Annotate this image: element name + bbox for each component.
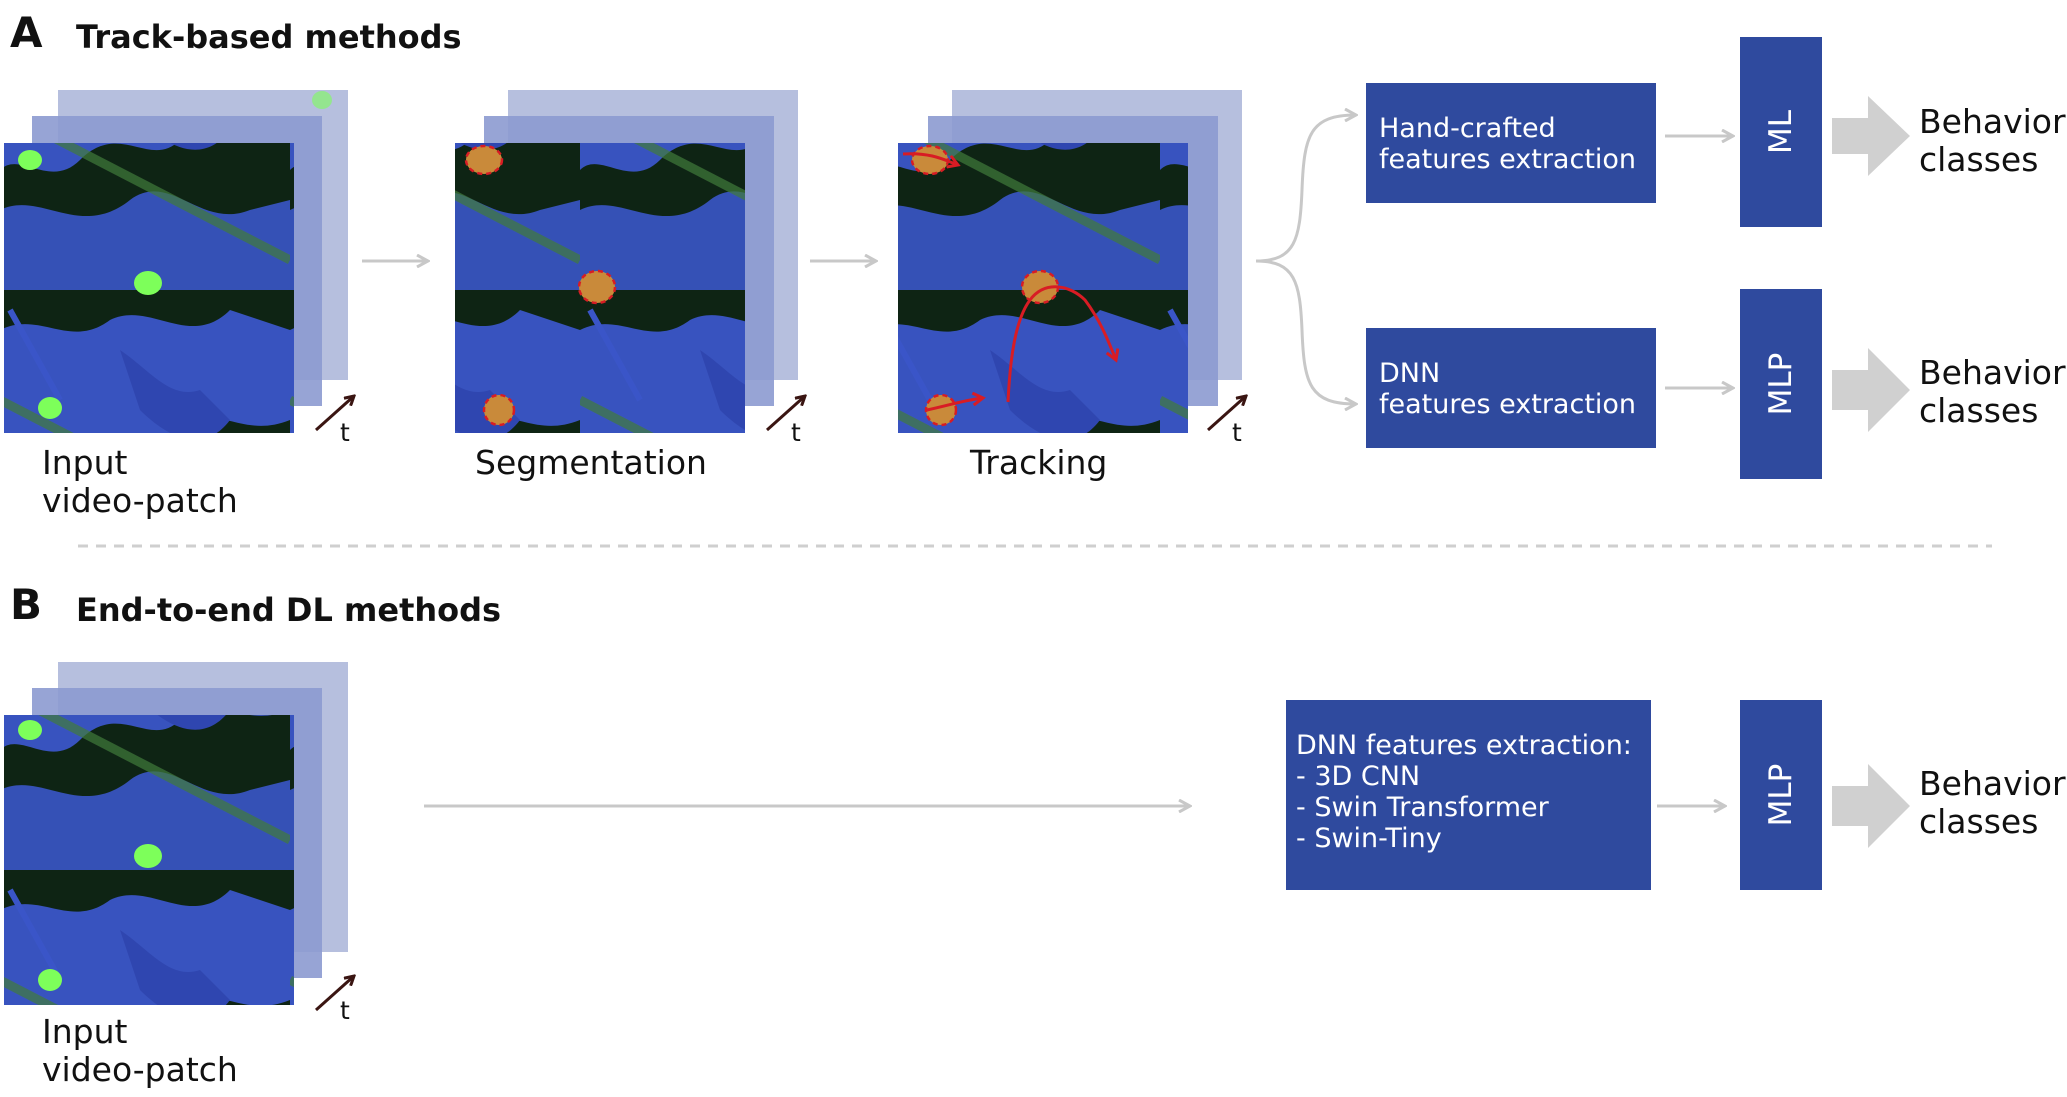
cell-blob (134, 271, 162, 295)
behavior-classes-output: Behavior classes (1919, 353, 2066, 430)
stage-label-input: Input video-patch (42, 443, 238, 520)
stage-label-tracking: Tracking (970, 443, 1108, 482)
mlp-classifier-box-b: MLP (1740, 700, 1822, 890)
dnn-features-label: DNN features extraction (1379, 358, 1637, 420)
output-arrow (1832, 96, 1910, 176)
input-stack-a (4, 90, 348, 433)
segmented-cell (577, 269, 617, 305)
time-axis-arrow (765, 396, 805, 432)
behavior-classes-output: Behavior classes (1919, 102, 2066, 179)
panel-a-title: Track-based methods (76, 18, 462, 56)
panel-b-letter: B (10, 580, 43, 629)
panel-b-title: End-to-end DL methods (76, 591, 502, 629)
handcrafted-features-label: Hand-crafted features extraction (1379, 113, 1637, 175)
time-axis-arrow (314, 976, 354, 1012)
cell-blob (38, 969, 62, 991)
segmentation-stack (455, 90, 798, 433)
time-label: t (1232, 418, 1242, 447)
track-trajectory (902, 152, 958, 165)
segmented-cell (482, 393, 516, 427)
handcrafted-features-box: Hand-crafted features extraction (1366, 83, 1656, 203)
time-label: t (340, 418, 350, 447)
track-trajectory (1006, 285, 1116, 403)
output-arrow (1832, 348, 1910, 432)
mlp-classifier-label: MLP (1763, 763, 1799, 827)
cell-blob (38, 397, 62, 419)
cell-blob (18, 720, 42, 740)
cell-blob (134, 844, 162, 868)
segmented-cell (464, 144, 504, 176)
time-label: t (340, 996, 350, 1025)
tracking-stack (898, 90, 1242, 433)
mlp-classifier-label: MLP (1763, 352, 1799, 416)
stage-label-input-b: Input video-patch (42, 1012, 238, 1089)
time-axis-arrow (1206, 396, 1246, 432)
tracked-cell (924, 393, 958, 427)
branch-arrow-lower (1255, 259, 1356, 404)
track-trajectory (926, 398, 983, 412)
dnn-features-box: DNN features extraction (1366, 328, 1656, 448)
input-stack-b (4, 662, 348, 1005)
stage-label-segmentation: Segmentation (475, 443, 707, 482)
behavior-classes-output: Behavior classes (1919, 764, 2066, 841)
time-axis-arrow (314, 396, 354, 432)
panel-a-letter: A (10, 8, 43, 57)
output-arrow (1832, 764, 1910, 848)
mlp-classifier-box-a: MLP (1740, 289, 1822, 479)
ml-classifier-box: ML (1740, 37, 1822, 227)
time-label: t (791, 418, 801, 447)
ml-classifier-label: ML (1763, 109, 1799, 155)
cell-blob (18, 150, 42, 170)
dnn-end-to-end-label: DNN features extraction: - 3D CNN - Swin… (1296, 730, 1632, 854)
dnn-end-to-end-box: DNN features extraction: - 3D CNN - Swin… (1286, 700, 1651, 890)
branch-arrow-upper (1255, 115, 1356, 263)
